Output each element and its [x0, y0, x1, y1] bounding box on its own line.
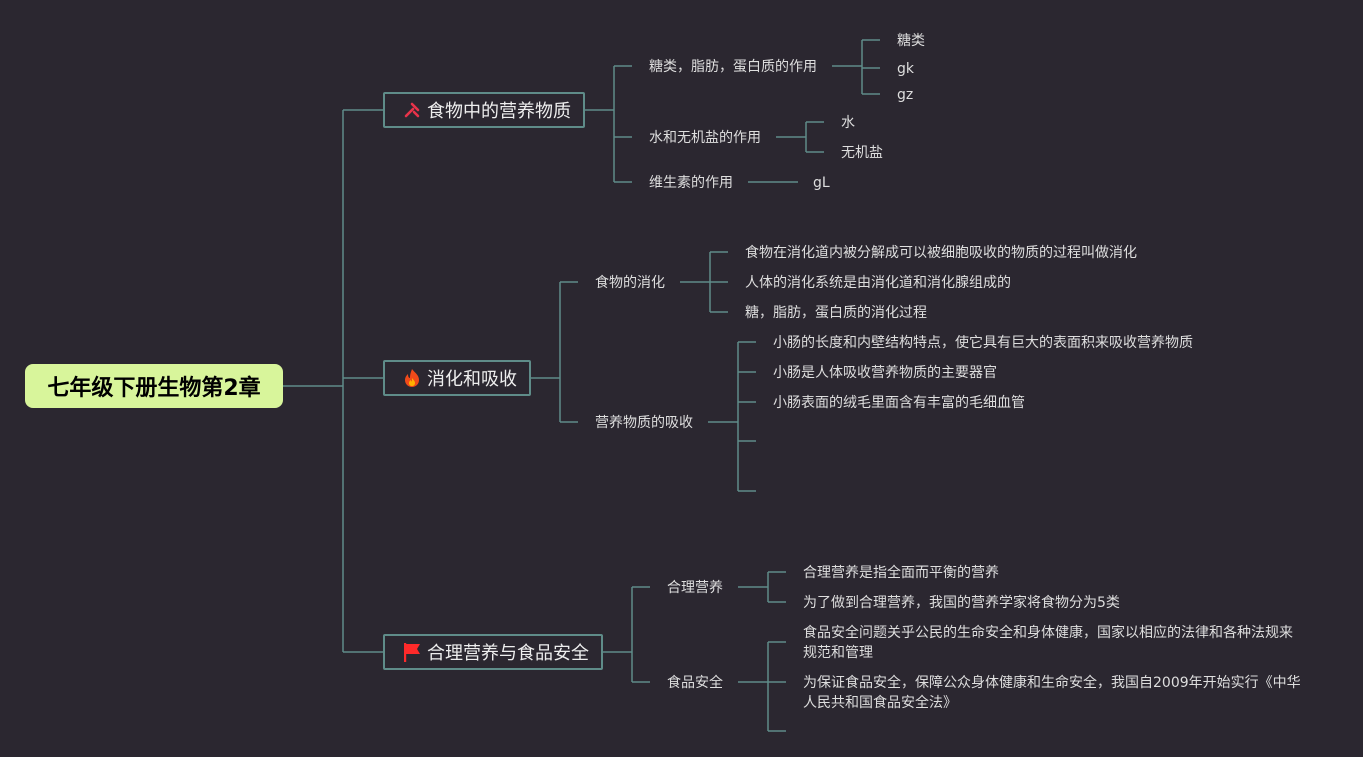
leaf[interactable]: 小肠的长度和内壁结构特点，使它具有巨大的表面积来吸收营养物质 [773, 335, 1193, 351]
subtopic[interactable]: 糖类，脂肪，蛋白质的作用 [649, 59, 817, 75]
topic-food-safety[interactable]: 合理营养与食品安全 [383, 634, 603, 670]
leaf[interactable]: 水 [841, 115, 855, 131]
topic-digestion[interactable]: 消化和吸收 [383, 360, 531, 396]
subtopic[interactable]: 合理营养 [667, 580, 723, 596]
leaf[interactable]: 人体的消化系统是由消化道和消化腺组成的 [745, 275, 1011, 291]
leaf[interactable]: 糖，脂肪，蛋白质的消化过程 [745, 305, 927, 321]
topic-nutrients[interactable]: 食物中的营养物质 [383, 92, 585, 128]
leaf[interactable]: gk [897, 61, 914, 77]
topic-label: 食物中的营养物质 [427, 101, 571, 122]
leaf[interactable]: 糖类 [897, 33, 925, 49]
fire-icon [405, 369, 419, 387]
subtopic[interactable]: 维生素的作用 [649, 175, 733, 191]
leaf[interactable]: 食品安全问题关乎公民的生命安全和身体健康，国家以相应的法律和各种法规来规范和管理 [803, 625, 1293, 661]
leaf[interactable]: 食物在消化道内被分解成可以被细胞吸收的物质的过程叫做消化 [745, 245, 1137, 261]
leaf[interactable]: 小肠是人体吸收营养物质的主要器官 [773, 365, 997, 381]
topic-label: 消化和吸收 [427, 369, 517, 390]
leaf[interactable]: gz [897, 87, 914, 103]
subtopic[interactable]: 营养物质的吸收 [595, 415, 693, 431]
subtopic[interactable]: 食品安全 [667, 675, 723, 691]
subtopic[interactable]: 食物的消化 [595, 275, 665, 291]
tools-icon [404, 102, 420, 118]
root-topic[interactable]: 七年级下册生物第2章 [25, 364, 283, 408]
topic-label: 合理营养与食品安全 [427, 643, 589, 664]
flag-icon [404, 643, 420, 662]
leaf[interactable]: 无机盐 [841, 145, 883, 161]
subtopic[interactable]: 水和无机盐的作用 [649, 130, 761, 146]
leaf[interactable]: gL [813, 175, 830, 191]
leaf[interactable]: 小肠表面的绒毛里面含有丰富的毛细血管 [773, 395, 1025, 411]
leaf[interactable]: 为保证食品安全，保障公众身体健康和生命安全，我国自2009年开始实行《中华人民共… [803, 675, 1301, 711]
leaf[interactable]: 合理营养是指全面而平衡的营养 [803, 565, 999, 581]
leaf[interactable]: 为了做到合理营养，我国的营养学家将食物分为5类 [803, 595, 1120, 611]
